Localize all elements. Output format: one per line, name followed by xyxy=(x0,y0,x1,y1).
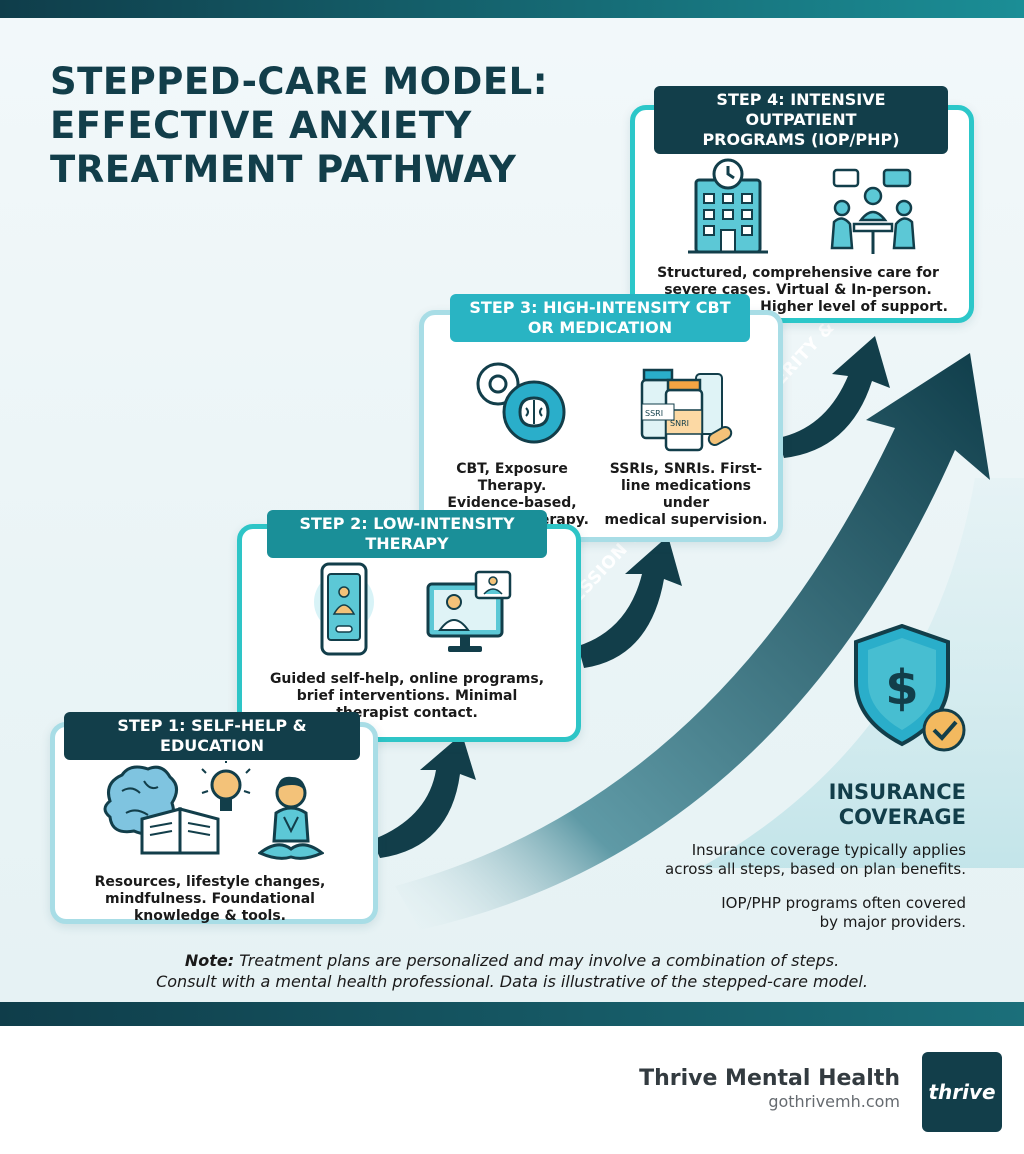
step-4-header-line-2: PROGRAMS (IOP/PHP) xyxy=(702,130,900,149)
medication-bottles-icon: SSRI SNRI xyxy=(640,368,733,452)
step-2-description: Guided self-help, online programs, brief… xyxy=(262,671,552,722)
note-line-1: Treatment plans are personalized and may… xyxy=(239,951,840,970)
thrive-logo: thrive xyxy=(922,1052,1002,1132)
step-3-header: STEP 3: HIGH-INTENSITY CBT OR MEDICATION xyxy=(450,294,750,342)
page-title: STEPPED-CARE MODEL: EFFECTIVE ANXIETY TR… xyxy=(50,60,548,192)
insurance-text-1-line-2: across all steps, based on plan benefits… xyxy=(665,860,966,878)
step-1-description: Resources, lifestyle changes, mindfulnes… xyxy=(72,874,348,925)
footer-url[interactable]: gothrivemh.com xyxy=(768,1092,900,1111)
step-2-desc-line-3: therapist contact. xyxy=(336,705,478,721)
step-3-right-line-3: medical supervision. xyxy=(604,512,768,528)
insurance-text-1: Insurance coverage typically applies acr… xyxy=(620,841,966,879)
note-label: Note: xyxy=(184,951,235,970)
step-3-right-line-1: SSRIs, SNRIs. First- xyxy=(609,461,763,477)
step-3-left-line-1: CBT, Exposure Therapy. xyxy=(456,461,568,494)
telehealth-monitor-icon xyxy=(426,570,512,652)
gears-brain-icon xyxy=(476,362,566,444)
bottom-bar xyxy=(0,1002,1024,1026)
step-2-header: STEP 2: LOW-INTENSITY THERAPY xyxy=(267,510,547,558)
insurance-text-2: IOP/PHP programs often covered by major … xyxy=(640,894,966,932)
insurance-text-2-line-2: by major providers. xyxy=(819,913,966,931)
infographic-canvas: PROGRESSION WITH INCREASED SEVERITY & NE… xyxy=(0,18,1024,1002)
step-2-header-line-2: THERAPY xyxy=(365,534,449,553)
step-1-desc-line-3: knowledge & tools. xyxy=(134,908,286,924)
top-bar xyxy=(0,0,1024,18)
svg-text:$: $ xyxy=(885,660,918,716)
step-1-desc-line-1: Resources, lifestyle changes, xyxy=(94,874,326,890)
step-4-desc-line-3: Higher level of support. xyxy=(760,299,948,315)
step-4-header: STEP 4: INTENSIVE OUTPATIENT PROGRAMS (I… xyxy=(654,86,948,154)
title-line-3: TREATMENT PATHWAY xyxy=(50,148,517,191)
step-4-desc-line-1: Structured, comprehensive care for xyxy=(657,265,939,281)
shield-dollar-check-icon: $ xyxy=(854,624,966,752)
title-line-2: EFFECTIVE ANXIETY xyxy=(50,104,472,147)
snri-label: SNRI xyxy=(670,419,689,428)
ssri-label: SSRI xyxy=(645,409,663,418)
title-line-1: STEPPED-CARE MODEL: xyxy=(50,60,548,103)
brain-book-lightbulb-icon xyxy=(103,761,251,855)
insurance-title-line-2: COVERAGE xyxy=(838,805,966,829)
insurance-title: INSURANCE COVERAGE xyxy=(780,780,966,830)
step-1-desc-line-2: mindfulness. Foundational xyxy=(105,891,315,907)
group-meeting-icon xyxy=(830,168,916,254)
hospital-building-icon xyxy=(688,158,768,254)
step-2-card xyxy=(237,524,581,742)
disclaimer-note: Note: Treatment plans are personalized a… xyxy=(0,950,1024,992)
step-2-desc-line-2: brief interventions. Minimal xyxy=(296,688,518,704)
step-3-header-line-2: OR MEDICATION xyxy=(527,318,673,337)
phone-meditation-app-icon xyxy=(314,562,374,656)
step-3-left-line-2: Evidence-based, xyxy=(447,495,577,511)
step-1-header: STEP 1: SELF-HELP & EDUCATION xyxy=(64,712,360,760)
insurance-text-2-line-1: IOP/PHP programs often covered xyxy=(721,894,966,912)
step-3-right-line-2: line medications under xyxy=(621,478,751,511)
footer-brand-name: Thrive Mental Health xyxy=(639,1066,900,1091)
step-2-header-line-1: STEP 2: LOW-INTENSITY xyxy=(299,514,515,533)
step-3-header-line-1: STEP 3: HIGH-INTENSITY CBT xyxy=(469,298,731,317)
step-3-right-description: SSRIs, SNRIs. First- line medications un… xyxy=(602,461,770,529)
note-line-2: Consult with a mental health professiona… xyxy=(156,972,868,991)
step-1-header-text: STEP 1: SELF-HELP & EDUCATION xyxy=(117,716,307,755)
insurance-title-line-1: INSURANCE xyxy=(828,780,966,804)
insurance-text-1-line-1: Insurance coverage typically applies xyxy=(691,841,966,859)
meditation-person-icon xyxy=(258,776,324,860)
progression-arrow xyxy=(372,336,1024,930)
step-4-header-line-1: STEP 4: INTENSIVE OUTPATIENT xyxy=(716,90,886,129)
step-2-desc-line-1: Guided self-help, online programs, xyxy=(269,671,545,687)
